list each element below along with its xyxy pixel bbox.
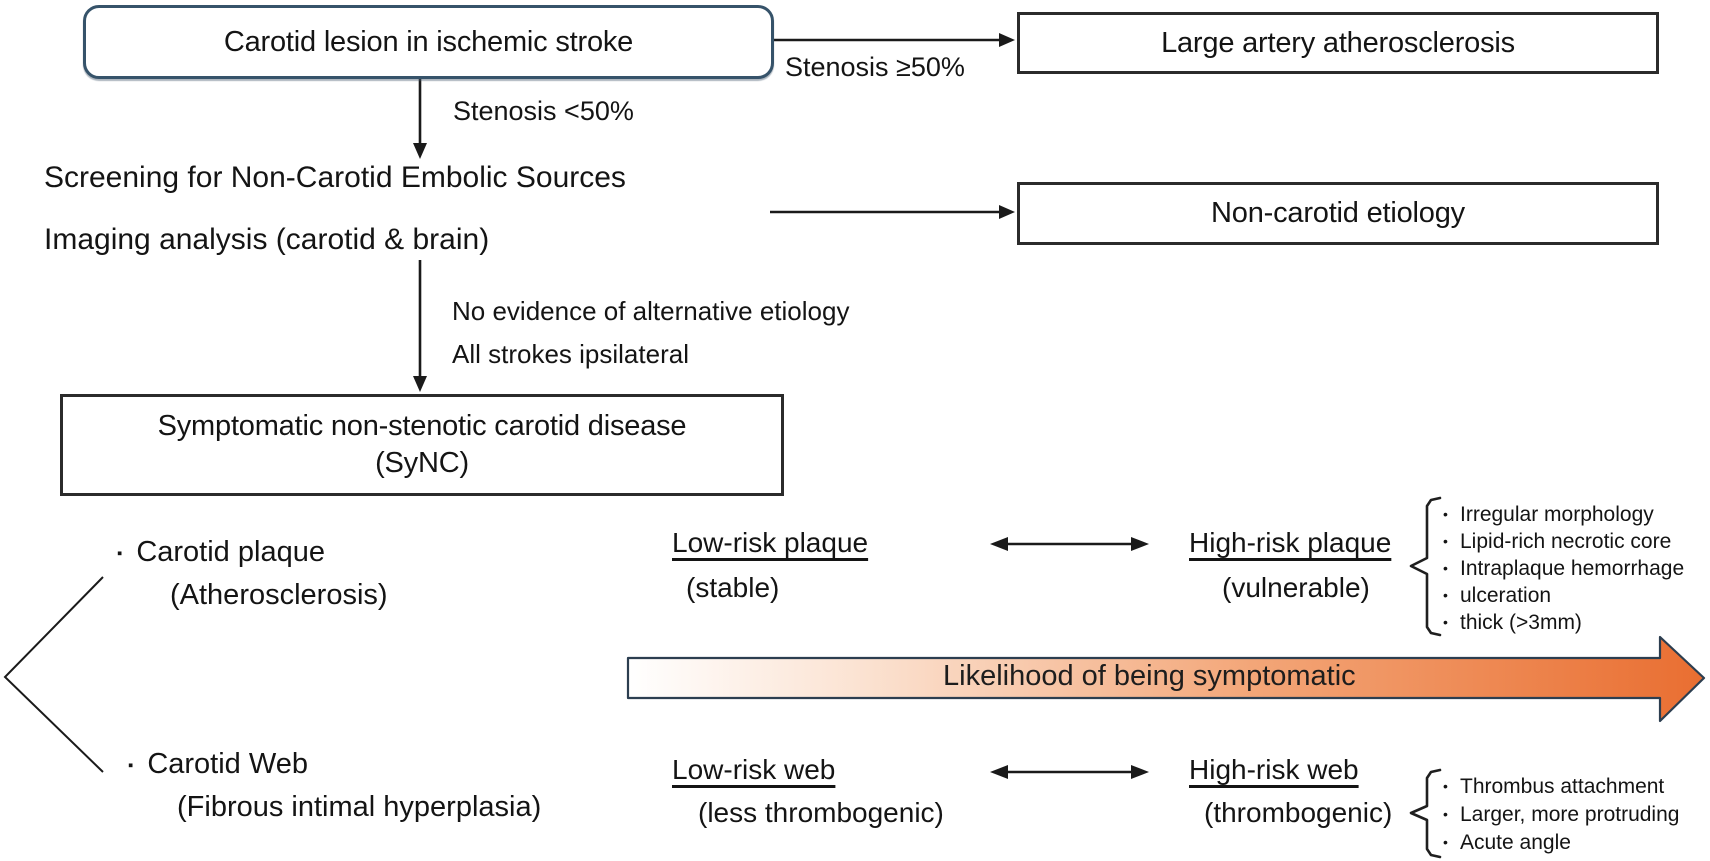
node-non-carotid-etiology: Non-carotid etiology bbox=[1017, 182, 1659, 245]
arrow-stenosis-ge50-head bbox=[999, 33, 1015, 47]
screening-line2: Imaging analysis (carotid & brain) bbox=[44, 223, 490, 256]
web-feature-list: • Thrombus attachment • Larger, more pro… bbox=[1443, 773, 1679, 857]
plaque-feature-4: ulceration bbox=[1460, 583, 1552, 607]
web-feature-1: Thrombus attachment bbox=[1460, 775, 1665, 798]
plaque-feature-1: Irregular morphology bbox=[1460, 502, 1654, 526]
plaque-feature-row: • Irregular morphology bbox=[1443, 501, 1684, 528]
arrow-stenosis-lt50-head bbox=[413, 143, 427, 159]
branch-item-carotid-web: ▪ Carotid Web bbox=[128, 748, 308, 781]
dot-bullet-icon: • bbox=[1443, 778, 1448, 794]
arrow-non-carotid-head bbox=[999, 205, 1015, 219]
plaque-feature-row: • Lipid-rich necrotic core bbox=[1443, 528, 1684, 555]
arrow-to-sync-head bbox=[413, 376, 427, 392]
plaque-feature-3: Intraplaque hemorrhage bbox=[1460, 556, 1685, 580]
label-no-evidence: No evidence of alternative etiology bbox=[452, 296, 850, 326]
dot-bullet-icon: • bbox=[1443, 559, 1448, 576]
square-bullet-icon: ▪ bbox=[117, 545, 123, 562]
high-risk-plaque-sub: (vulnerable) bbox=[1222, 572, 1370, 603]
plaque-feature-list: • Irregular morphology • Lipid-rich necr… bbox=[1443, 501, 1684, 636]
plaque-feature-row: • Intraplaque hemorrhage bbox=[1443, 555, 1684, 582]
plaque-feature-2: Lipid-rich necrotic core bbox=[1460, 529, 1672, 553]
node-sync-line1: Symptomatic non-stenotic carotid disease bbox=[157, 410, 687, 442]
label-stenosis-ge50: Stenosis ≥50% bbox=[785, 52, 965, 82]
low-risk-plaque-label: Low-risk plaque bbox=[672, 527, 869, 558]
plaque-feature-row: • thick (>3mm) bbox=[1443, 609, 1684, 636]
node-large-artery-label: Large artery atherosclerosis bbox=[1161, 26, 1515, 59]
node-large-artery-atherosclerosis: Large artery atherosclerosis bbox=[1017, 12, 1659, 74]
dot-bullet-icon: • bbox=[1443, 613, 1448, 630]
dot-bullet-icon: • bbox=[1443, 532, 1448, 549]
branch-chevron bbox=[3, 576, 104, 773]
branch-carotid-plaque-label: Carotid plaque bbox=[136, 536, 325, 568]
screening-line1: Screening for Non-Carotid Embolic Source… bbox=[44, 161, 626, 194]
web-feature-2: Larger, more protruding bbox=[1460, 803, 1680, 826]
double-arrow-plaque-left-head bbox=[990, 537, 1008, 551]
double-arrow-plaque-right-head bbox=[1131, 537, 1149, 551]
dot-bullet-icon: • bbox=[1443, 586, 1448, 603]
high-risk-plaque-label: High-risk plaque bbox=[1189, 527, 1392, 558]
web-feature-row: • Acute angle bbox=[1443, 829, 1679, 857]
double-arrow-web-right-head bbox=[1131, 765, 1149, 779]
web-feature-row: • Larger, more protruding bbox=[1443, 801, 1679, 829]
node-non-carotid-label: Non-carotid etiology bbox=[1211, 197, 1465, 229]
plaque-feature-row: • ulceration bbox=[1443, 582, 1684, 609]
dot-bullet-icon: • bbox=[1443, 834, 1448, 850]
brace-web-features bbox=[1409, 768, 1442, 859]
web-feature-3: Acute angle bbox=[1460, 831, 1571, 854]
plaque-feature-5: thick (>3mm) bbox=[1460, 610, 1582, 634]
square-bullet-icon: ▪ bbox=[128, 757, 134, 774]
branch-carotid-web-label: Carotid Web bbox=[147, 748, 308, 780]
web-feature-row: • Thrombus attachment bbox=[1443, 773, 1679, 801]
node-carotid-lesion-label: Carotid lesion in ischemic stroke bbox=[223, 25, 634, 58]
likelihood-arrow-label: Likelihood of being symptomatic bbox=[943, 660, 1356, 692]
low-risk-web-label: Low-risk web bbox=[672, 754, 836, 785]
branch-carotid-web-subtitle: (Fibrous intimal hyperplasia) bbox=[177, 791, 542, 823]
double-arrow-web-left-head bbox=[990, 765, 1008, 779]
dot-bullet-icon: • bbox=[1443, 806, 1448, 822]
high-risk-web-label: High-risk web bbox=[1189, 754, 1359, 785]
node-sync-line2: (SyNC) bbox=[375, 447, 469, 479]
node-carotid-lesion: Carotid lesion in ischemic stroke bbox=[83, 5, 774, 79]
branch-carotid-plaque-subtitle: (Atherosclerosis) bbox=[170, 579, 388, 611]
low-risk-plaque-sub: (stable) bbox=[686, 572, 780, 603]
brace-plaque-features bbox=[1409, 496, 1442, 637]
high-risk-web-sub: (thrombogenic) bbox=[1204, 797, 1393, 828]
node-sync: Symptomatic non-stenotic carotid disease… bbox=[60, 394, 784, 496]
label-stenosis-lt50: Stenosis <50% bbox=[453, 96, 634, 126]
branch-item-carotid-plaque: ▪ Carotid plaque bbox=[117, 536, 325, 569]
low-risk-web-sub: (less thrombogenic) bbox=[698, 797, 944, 828]
dot-bullet-icon: • bbox=[1443, 505, 1448, 522]
label-ipsilateral: All strokes ipsilateral bbox=[452, 339, 689, 369]
